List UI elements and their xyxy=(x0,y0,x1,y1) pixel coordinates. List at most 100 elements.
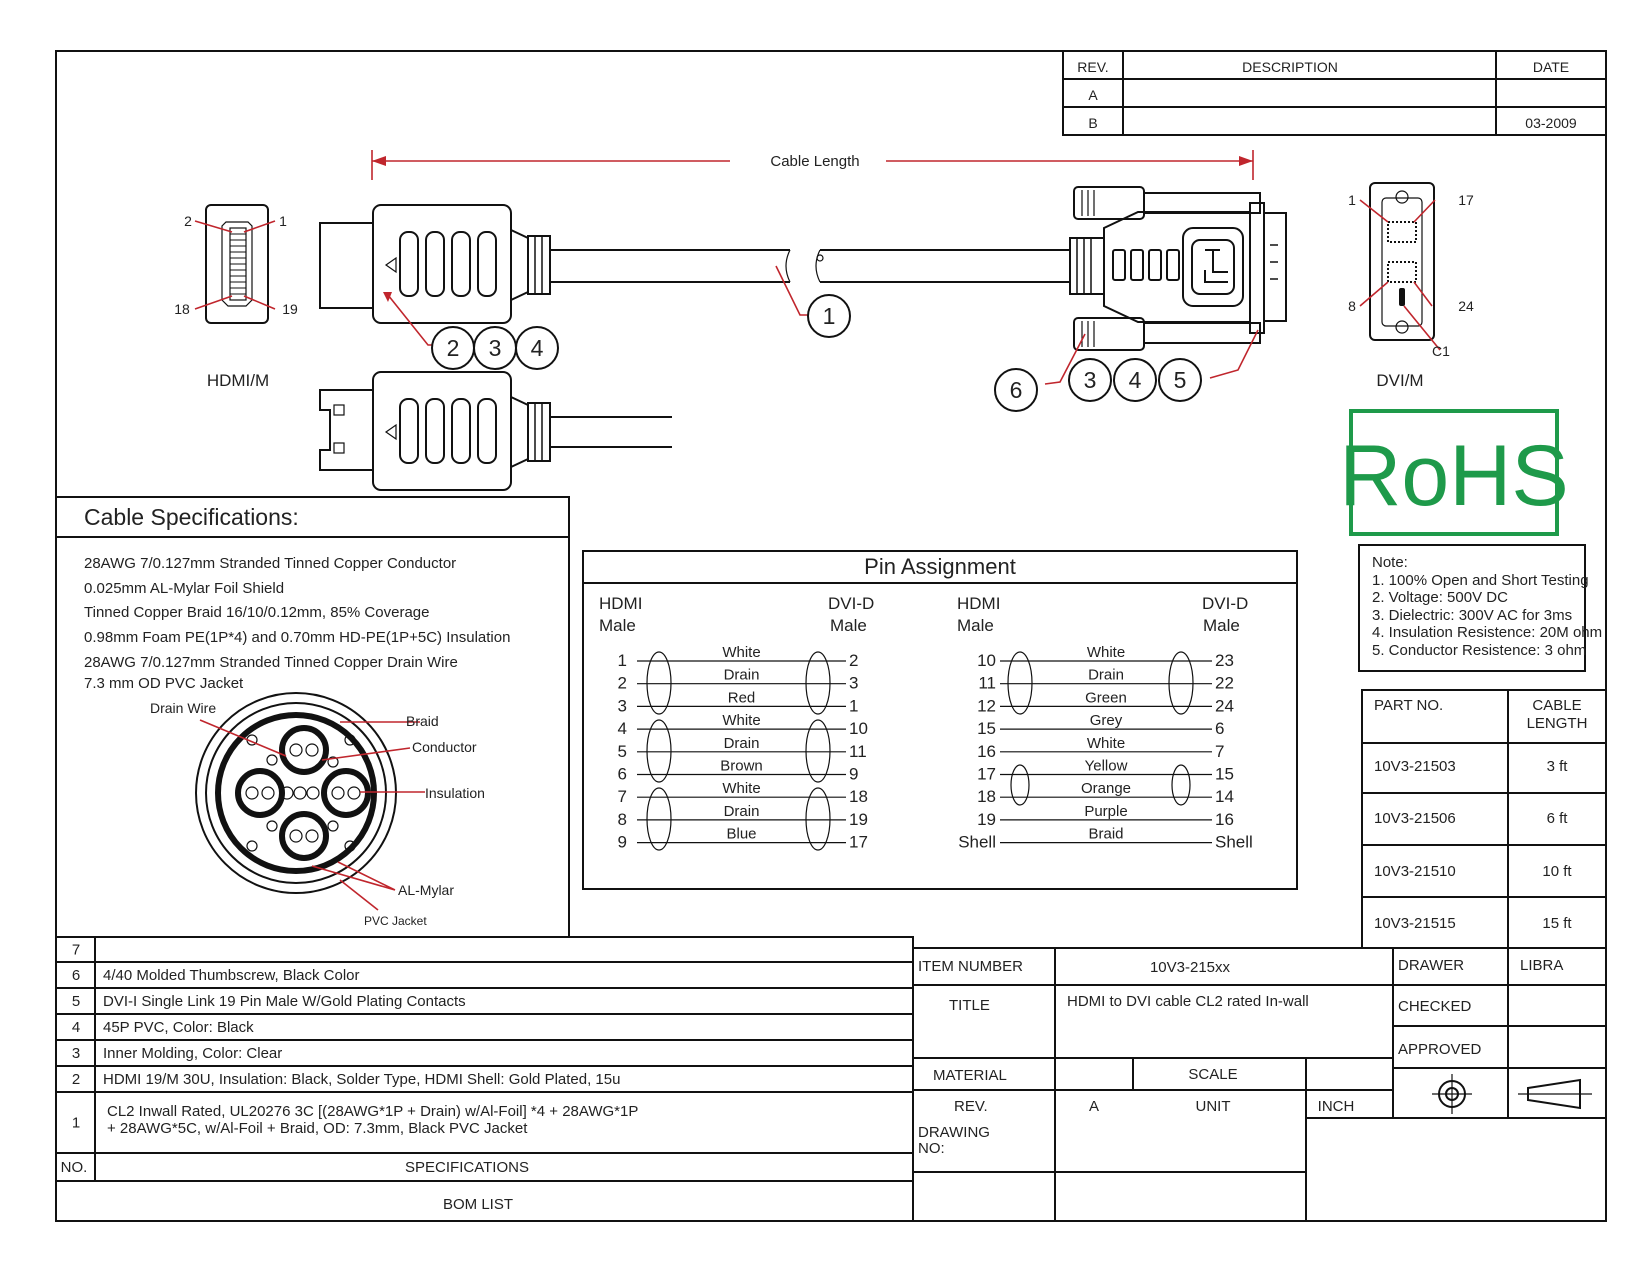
pin-hdmi-number: 16 xyxy=(977,742,996,761)
pin-wire-color: Brown xyxy=(720,758,763,775)
pin-dvi-number: 23 xyxy=(1215,651,1234,670)
hdmi-label: HDMI/M xyxy=(207,371,269,390)
pin-hdmi-number: 12 xyxy=(977,696,996,715)
part-no-cell: 10V3-21510 xyxy=(1374,863,1456,880)
unit-value: INCH xyxy=(1318,1098,1355,1115)
projection-target-icon xyxy=(1432,1074,1472,1114)
hdmi-pin-1: 1 xyxy=(279,213,287,229)
pin-hdmi-number: 2 xyxy=(618,674,627,693)
pin-wire-color: Purple xyxy=(1084,803,1127,820)
bom-row-spec: 4/40 Molded Thumbscrew, Black Color xyxy=(103,967,360,984)
cable-length-header: CABLE xyxy=(1532,697,1581,714)
scale-label: SCALE xyxy=(1188,1066,1237,1083)
rev-row-a: A xyxy=(1088,87,1098,103)
dvi-face-view: 1 17 8 24 C1 DVI/M xyxy=(1348,182,1474,390)
cable-length-label: Cable Length xyxy=(770,153,859,170)
cable-specs-title: Cable Specifications: xyxy=(84,504,299,530)
pin-dvi-number: 11 xyxy=(849,742,867,761)
drain-wire-label: Drain Wire xyxy=(150,700,216,716)
pin-dvi-number: 14 xyxy=(1215,787,1234,806)
balloons-dvi: 6 3 4 5 xyxy=(994,329,1259,412)
balloon-dvi-4: 4 xyxy=(1129,367,1142,393)
bom-row-number: 3 xyxy=(72,1045,80,1062)
pin-dvi-number: 15 xyxy=(1215,765,1234,784)
bom-header-spec: SPECIFICATIONS xyxy=(405,1159,529,1176)
cable-spec-line: 0.98mm Foam PE(1P*4) and 0.70mm HD-PE(1P… xyxy=(84,629,510,646)
pin-dvi-number: 7 xyxy=(1215,742,1224,761)
balloons-hdmi: 2 3 4 1 xyxy=(383,265,851,370)
hdmi-pin-2: 2 xyxy=(184,213,192,229)
note-item: 5. Conductor Resistence: 3 ohm xyxy=(1372,642,1586,659)
cable-spec-line: 7.3 mm OD PVC Jacket xyxy=(84,675,244,692)
bom-row-number: 6 xyxy=(72,967,80,984)
pin-hdmi-number: 11 xyxy=(978,674,996,693)
pin-wire-color: Blue xyxy=(726,826,756,843)
pin-wire-color: White xyxy=(722,712,760,729)
hdmi-face-view: 2 1 18 19 HDMI/M xyxy=(174,204,298,390)
dvi-pin-c1: C1 xyxy=(1432,343,1450,359)
hdmi-pin-19: 19 xyxy=(282,301,298,317)
insulation-label: Insulation xyxy=(425,785,485,801)
bom-row-number: 4 xyxy=(72,1019,80,1036)
pin-assignment: Pin Assignment HDMI Male DVI-D Male HDMI… xyxy=(582,550,1298,890)
rev-row-b: B xyxy=(1088,115,1097,131)
conductor-label: Conductor xyxy=(412,739,477,755)
rev-label: REV. xyxy=(954,1098,988,1115)
balloon-6: 6 xyxy=(1010,377,1023,403)
drawing-no-label-sub: NO: xyxy=(918,1140,945,1157)
rev-value: A xyxy=(1089,1098,1099,1115)
part-no-cell: 10V3-21503 xyxy=(1374,758,1456,775)
pin-wire-color: White xyxy=(722,780,760,797)
pin-hdmi-number: 6 xyxy=(618,765,627,784)
notes-title: Note: xyxy=(1372,554,1408,571)
length-cell: 10 ft xyxy=(1542,863,1572,880)
cable-cross-section: Drain Wire Braid Conductor Insulation AL… xyxy=(150,692,485,928)
balloon-4: 4 xyxy=(531,335,544,361)
pin-dvi-number: 19 xyxy=(849,810,868,829)
drawer-value: LIBRA xyxy=(1520,957,1563,974)
pin-left-hdr-hdmi-sub: Male xyxy=(599,616,636,635)
bom-row-spec: DVI-I Single Link 19 Pin Male W/Gold Pla… xyxy=(103,993,466,1010)
pin-hdmi-number: 15 xyxy=(977,719,996,738)
pin-right-hdr-hdmi: HDMI xyxy=(957,594,1000,613)
bom-row-spec: CL2 Inwall Rated, UL20276 3C [(28AWG*1P … xyxy=(107,1103,638,1120)
cable-spec-line: 0.025mm AL-Mylar Foil Shield xyxy=(84,580,284,597)
bom-row-spec: + 28AWG*5C, w/Al-Foil + Braid, OD: 7.3mm… xyxy=(107,1120,528,1137)
pin-hdmi-number: Shell xyxy=(958,833,996,852)
pin-dvi-number: 2 xyxy=(849,651,858,670)
pin-wire-color: Orange xyxy=(1081,780,1131,797)
bom-row-number: 2 xyxy=(72,1071,80,1088)
dvi-pin-24: 24 xyxy=(1458,298,1474,314)
pin-hdmi-number: 5 xyxy=(618,742,627,761)
dvi-pin-8: 8 xyxy=(1348,298,1356,314)
rohs-logo: RoHS xyxy=(1339,409,1569,536)
cable-spec-line: Tinned Copper Braid 16/10/0.12mm, 85% Co… xyxy=(84,604,429,621)
dvi-label: DVI/M xyxy=(1376,371,1423,390)
pin-right-hdr-dvi-sub: Male xyxy=(1203,616,1240,635)
pin-left-hdr-hdmi: HDMI xyxy=(599,594,642,613)
rohs-text: RoHS xyxy=(1339,428,1568,524)
pin-dvi-number: 24 xyxy=(1215,696,1234,715)
bom-row-number: 1 xyxy=(72,1115,80,1132)
pin-wire-color: Drain xyxy=(724,803,760,820)
pin-wire-color: Grey xyxy=(1090,712,1123,729)
bom-row-spec: Inner Molding, Color: Clear xyxy=(103,1045,282,1062)
pin-wire-color: Green xyxy=(1085,689,1127,706)
pin-wire-color: Braid xyxy=(1088,826,1123,843)
rev-row-b-date: 03-2009 xyxy=(1525,115,1577,131)
pin-dvi-number: 3 xyxy=(849,674,858,693)
pin-hdmi-number: 17 xyxy=(977,765,996,784)
pin-wire-color: White xyxy=(1087,735,1125,752)
pvc-jacket-label: PVC Jacket xyxy=(364,914,427,928)
drawer-label: DRAWER xyxy=(1398,957,1464,974)
pin-dvi-number: 17 xyxy=(849,833,868,852)
bom-row-spec: HDMI 19/M 30U, Insulation: Black, Solder… xyxy=(103,1071,620,1088)
pin-dvi-number: 1 xyxy=(849,696,858,715)
pin-hdmi-number: 7 xyxy=(618,787,627,806)
dvi-pin-1: 1 xyxy=(1348,192,1356,208)
title-label: TITLE xyxy=(949,997,990,1014)
balloon-3: 3 xyxy=(489,335,502,361)
bom-row-number: 7 xyxy=(72,942,80,959)
